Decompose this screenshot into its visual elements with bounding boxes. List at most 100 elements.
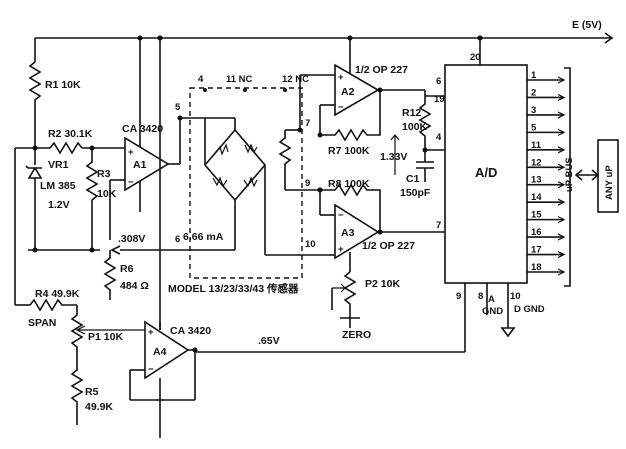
r12-val: 100K xyxy=(402,121,428,133)
ad-pin19: 19 xyxy=(434,94,445,105)
r5-label: R5 xyxy=(85,386,99,398)
ad-pin7: 7 xyxy=(436,220,441,231)
opamp-a4: + − A4 CA 3420 .65V xyxy=(129,320,465,438)
svg-text:+: + xyxy=(338,72,344,83)
ad-converter: A/D 20 6 19 4 7 9 8 10 A GND D GND xyxy=(434,38,545,352)
bus-pin-label-2: 2 xyxy=(531,87,536,98)
r7-label: R7 100K xyxy=(328,145,370,157)
c1-label: C1 xyxy=(406,173,420,185)
bus-pin-label-13: 13 xyxy=(531,175,542,186)
a1-part: CA 3420 xyxy=(122,123,163,135)
pot-p2: P2 10K ZERO xyxy=(331,271,400,341)
capacitor-c1: C1 150pF xyxy=(400,150,434,199)
ground-left xyxy=(28,247,100,253)
supply-rail: E (5V) xyxy=(34,19,614,62)
p1-label: P1 10K xyxy=(88,331,123,343)
r3-label: R3 xyxy=(97,168,111,180)
a3-label: A3 xyxy=(341,227,355,239)
sensor-box: 4 11 NC 12 NC 5 6 7 9 10 6.66 mA MODEL 1… xyxy=(168,74,316,295)
pin12: 12 NC xyxy=(282,74,309,85)
svg-text:+: + xyxy=(338,244,344,255)
v308-label: .308V xyxy=(118,233,145,245)
strain-bridge xyxy=(110,117,330,256)
d-gnd: D GND xyxy=(514,304,545,315)
bus-pin-arrow-15 xyxy=(557,216,566,224)
bus-pin-label-5: 5 xyxy=(531,122,537,133)
bus-pin-arrow-1 xyxy=(557,76,566,84)
sensor-resistor xyxy=(278,130,292,190)
v133-label: 1.33V xyxy=(380,151,407,163)
bus-pin-arrow-18 xyxy=(557,268,566,276)
r12-label: R12 xyxy=(402,107,421,119)
a2-part: 1/2 OP 227 xyxy=(355,64,408,76)
ad-pin20: 20 xyxy=(470,52,481,63)
bus-label: uP BUS xyxy=(564,157,575,192)
bus-pin-arrow-5 xyxy=(557,128,566,136)
pin4: 4 xyxy=(198,74,204,85)
bus-pin-arrow-12 xyxy=(557,163,566,171)
r1-label: R1 10K xyxy=(45,79,81,91)
a2-label: A2 xyxy=(341,86,355,98)
svg-text:−: − xyxy=(338,102,344,113)
r6-val: 484 Ω xyxy=(120,280,149,292)
bus-pin-arrow-16 xyxy=(557,233,566,241)
current-label: 6.66 mA xyxy=(183,231,224,243)
resistor-r12: R12 100K xyxy=(402,90,445,153)
opamp-a1: + − A1 CA 3420 xyxy=(109,38,205,240)
r6-label: R6 xyxy=(120,263,134,275)
bus-pin-label-17: 17 xyxy=(531,245,542,256)
resistor-r1: R1 10K xyxy=(28,61,81,140)
svg-text:+: + xyxy=(128,147,134,158)
resistor-r7: R7 100K xyxy=(317,90,381,157)
bus-pin-label-16: 16 xyxy=(531,227,542,238)
bus-pin-arrow-14 xyxy=(557,198,566,206)
pin11: 11 NC xyxy=(226,74,253,85)
ad-pin6: 6 xyxy=(436,76,441,87)
span-section: R4 49.9K SPAN P1 10K R5 49.9K xyxy=(15,288,145,425)
bus-pin-arrow-13 xyxy=(557,181,566,189)
ad-pin10: 10 xyxy=(510,291,521,302)
span-label: SPAN xyxy=(28,317,56,329)
any-up-label: ANY uP xyxy=(604,165,615,200)
vr1-label: VR1 xyxy=(48,159,69,171)
ad-pin4: 4 xyxy=(436,132,442,143)
resistor-r3: R3 10K xyxy=(85,148,117,250)
bus-pin-arrow-3 xyxy=(557,111,566,119)
r2-label: R2 30.1K xyxy=(48,128,93,140)
a3-part: 1/2 OP 227 xyxy=(362,240,415,252)
c1-val: 150pF xyxy=(400,187,431,199)
ad-label: A/D xyxy=(475,165,497,180)
ad-pin9: 9 xyxy=(456,291,461,302)
bus-pin-arrow-17 xyxy=(557,251,566,259)
v65-label: .65V xyxy=(258,335,280,347)
pin6: 6 xyxy=(175,234,180,245)
svg-text:+: + xyxy=(148,327,154,338)
svg-text:−: − xyxy=(148,364,154,375)
pin5: 5 xyxy=(175,102,181,113)
bus-pin-label-14: 14 xyxy=(531,192,542,203)
up-bus: uP BUS ANY uP xyxy=(564,67,619,287)
r3-val: 10K xyxy=(97,188,117,200)
bus-pin-label-12: 12 xyxy=(531,157,542,168)
svg-text:−: − xyxy=(338,210,344,221)
svg-text:−: − xyxy=(128,177,134,188)
v133-arrow xyxy=(390,134,400,175)
zener-vr1: VR1 LM 385 1.2V xyxy=(14,140,76,305)
resistor-r8: R8 100K xyxy=(317,178,381,230)
pin9: 9 xyxy=(305,178,310,189)
vr1-volt: 1.2V xyxy=(48,199,70,211)
pin10: 10 xyxy=(305,239,316,250)
r4-label: R4 49.9K xyxy=(35,288,80,300)
bus-pin-arrow-11 xyxy=(557,146,566,154)
bus-pin-arrow-2 xyxy=(557,93,566,101)
opamp-a2: + − A2 1/2 OP 227 xyxy=(299,38,425,135)
a1-label: A1 xyxy=(133,159,147,171)
bus-pin-label-15: 15 xyxy=(531,210,542,221)
zero-label: ZERO xyxy=(342,329,371,341)
model-label: MODEL 13/23/33/43 传感器 xyxy=(168,282,299,295)
vr1-part: LM 385 xyxy=(40,180,76,192)
bus-pin-label-3: 3 xyxy=(531,105,536,116)
supply-label: E (5V) xyxy=(572,19,602,31)
